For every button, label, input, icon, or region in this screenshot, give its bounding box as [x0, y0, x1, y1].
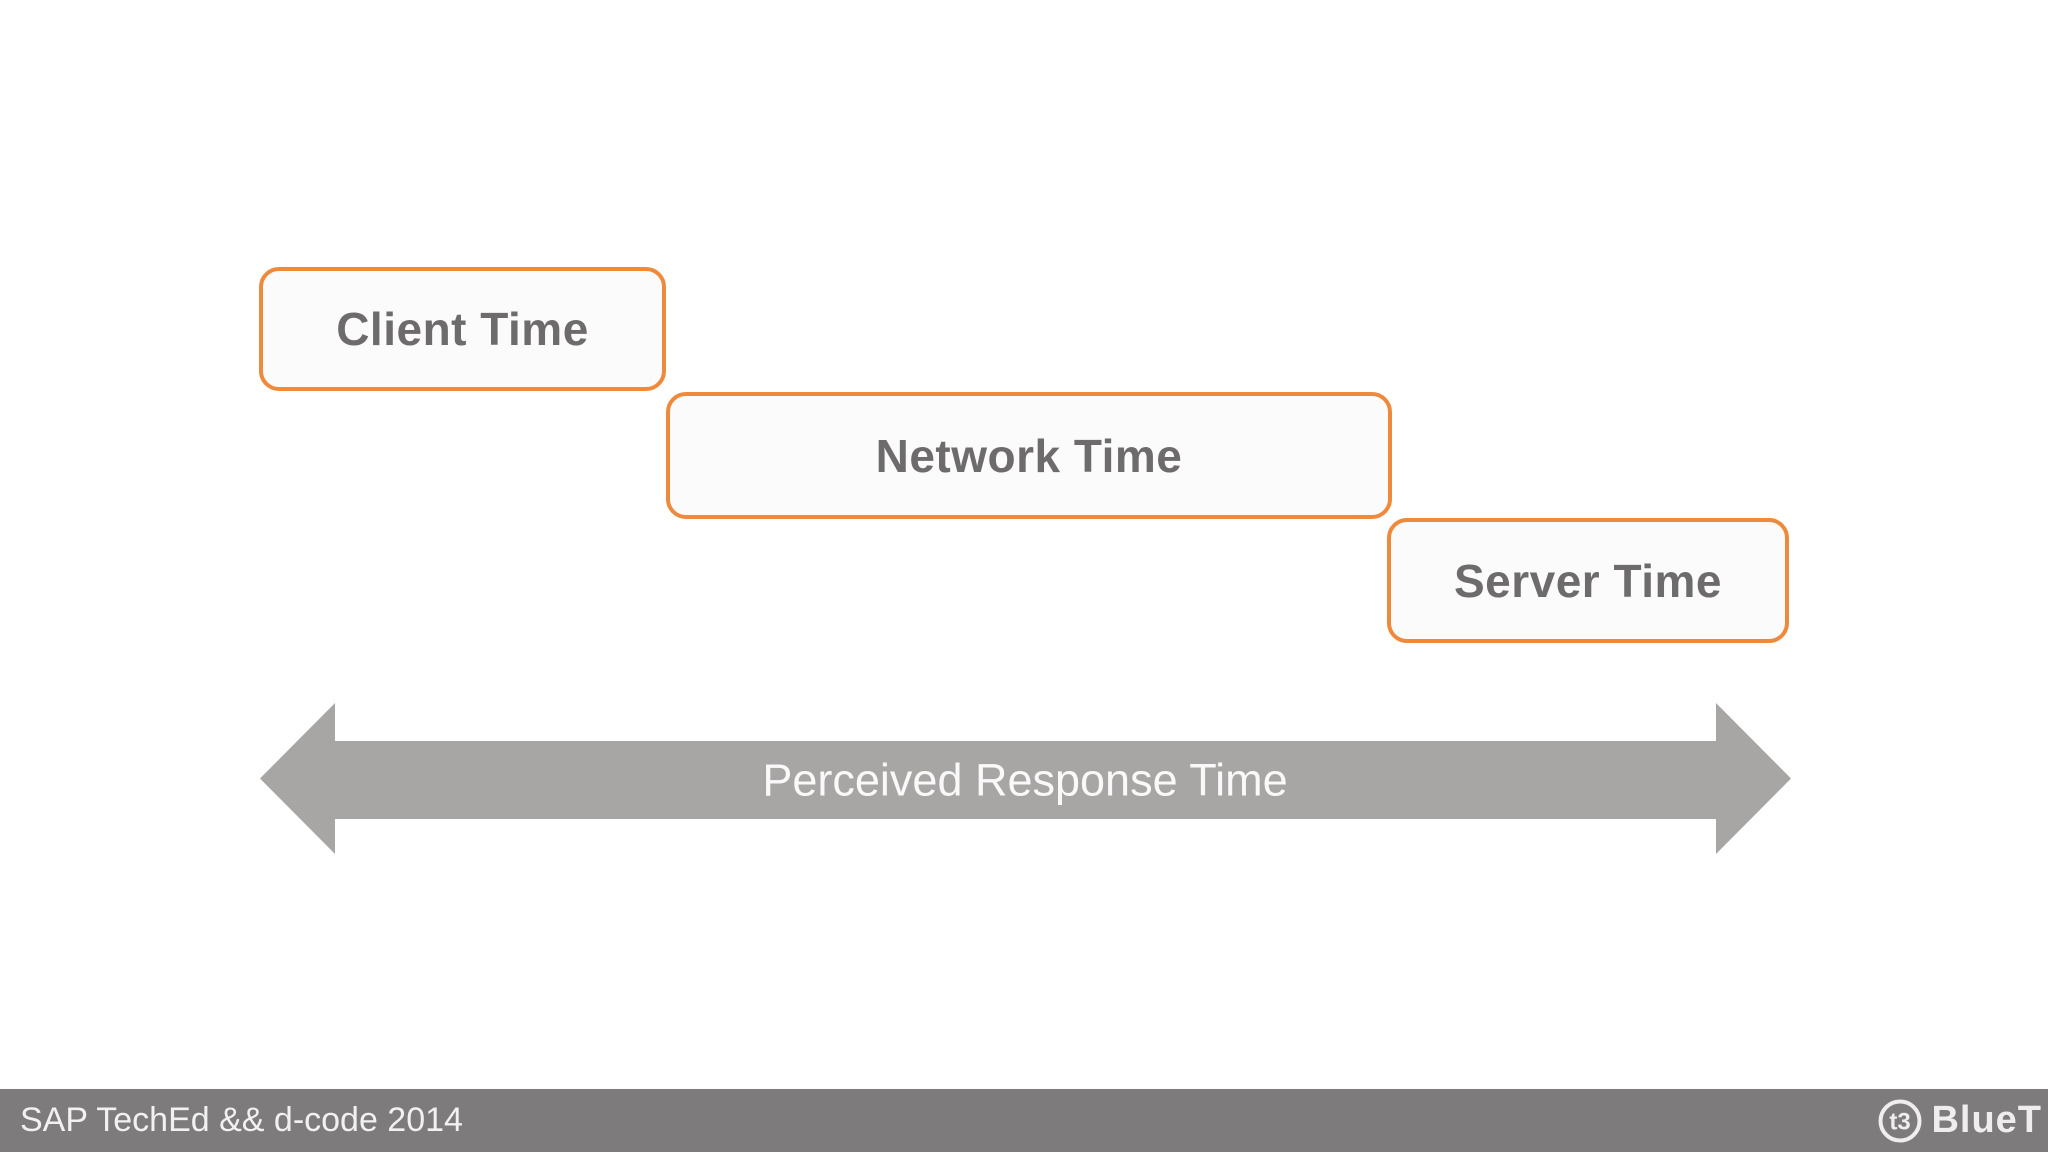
client-time-box: Client Time [259, 267, 666, 391]
perceived-response-time-arrow: Perceived Response Time Perceived Respon… [260, 703, 1791, 1011]
perceived-response-time-label: Perceived Response Time [762, 755, 1287, 806]
server-time-box: Server Time [1387, 518, 1789, 643]
bluet-logo-glyph: t3 [1890, 1108, 1911, 1135]
arrow-reflection-label: Perceived Response Time [762, 909, 1287, 960]
footer-bar: SAP TechEd && d-code 2014 t3 BlueT [0, 1089, 2048, 1152]
arrow-reflection: Perceived Response Time [260, 860, 1791, 1011]
footer-event-label: SAP TechEd && d-code 2014 [20, 1101, 463, 1139]
network-time-box: Network Time [666, 392, 1392, 519]
client-time-label: Client Time [336, 303, 589, 355]
network-time-label: Network Time [875, 429, 1183, 482]
arrow-shape: Perceived Response Time [260, 703, 1791, 854]
bluet-logo-text: BlueT [1931, 1099, 2042, 1141]
bluet-logo: t3 BlueT [1877, 1098, 2048, 1144]
server-time-label: Server Time [1453, 554, 1723, 607]
bluet-logo-icon: t3 [1878, 1099, 1922, 1142]
